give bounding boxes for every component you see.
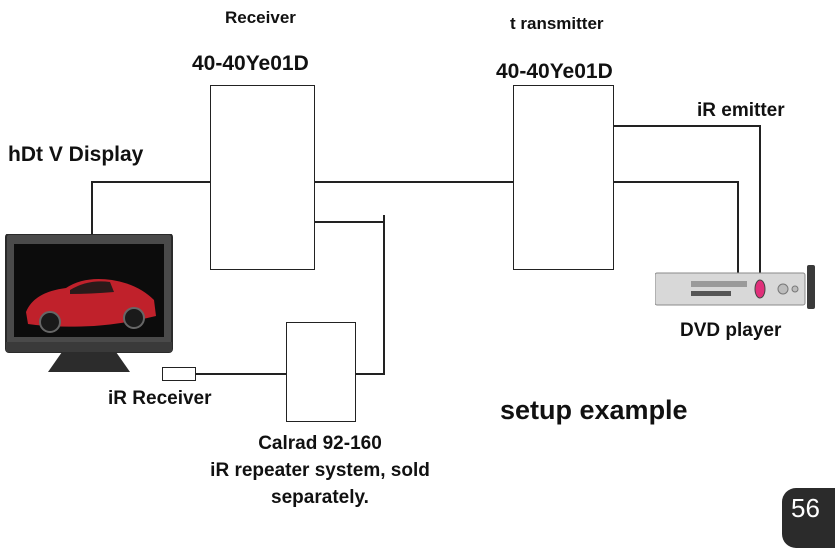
receiver-model: 40-40Ye01D: [192, 52, 309, 75]
hdtv-to-receiver-line-vertical: [91, 181, 93, 236]
transmitter-to-dvd-line-vertical: [737, 181, 739, 276]
transmitter-title: t ransmitter: [510, 14, 604, 33]
receiver-to-transmitter-line: [314, 181, 514, 183]
car-rear-wheel: [123, 307, 145, 329]
ir-emitter-label: iR emitter: [697, 100, 785, 121]
repeater-caption-line3: separately.: [271, 487, 369, 508]
setup-diagram: Receiver 40-40Ye01D t ransmitter 40-40Ye…: [5, 8, 835, 548]
repeater-caption-line2: iR repeater system, sold: [210, 460, 430, 481]
ir-receiver-to-repeater-line: [196, 373, 287, 375]
transmitter-to-dvd-line-horizontal: [613, 181, 739, 183]
ir-receiver-label: iR Receiver: [108, 388, 212, 409]
hdtv-to-receiver-line-horizontal: [91, 181, 211, 183]
dvd-tray: [691, 281, 747, 287]
receiver-title: Receiver: [225, 8, 296, 27]
hdtv-display-label: hDt V Display: [8, 143, 144, 166]
car-front-wheel: [39, 311, 61, 333]
dvd-player-label: DVD player: [680, 320, 782, 341]
ir-emitter-bulb: [754, 279, 766, 299]
transmitter-box: [513, 85, 614, 270]
car-window: [70, 281, 114, 294]
tv-bottom-bar: [6, 342, 172, 352]
setup-example-label: setup example: [500, 395, 688, 425]
dvd-display: [691, 291, 731, 296]
receiver-ir-line-horizontal: [314, 221, 385, 223]
ir-receiver-sensor: [162, 367, 196, 381]
hdtv-display-illustration: [5, 234, 173, 372]
receiver-box: [210, 85, 315, 270]
transmitter-to-emitter-line-vertical: [759, 125, 761, 285]
page-number-badge: 56: [782, 488, 835, 548]
remote-control: [807, 265, 815, 309]
ir-repeater-caption: Calrad 92-160 iR repeater system, sold s…: [170, 430, 470, 511]
repeater-to-receiver-ir-line: [355, 373, 385, 375]
dvd-button: [791, 285, 799, 293]
receiver-ir-line-vertical: [383, 215, 385, 375]
tv-stand: [48, 352, 130, 372]
transmitter-model: 40-40Ye01D: [496, 60, 613, 83]
dvd-button: [777, 283, 789, 295]
ir-repeater-box: [286, 322, 356, 422]
dvd-player-illustration: [655, 265, 815, 309]
transmitter-to-emitter-line-horizontal: [613, 125, 761, 127]
repeater-caption-line1: Calrad 92-160: [258, 433, 382, 454]
